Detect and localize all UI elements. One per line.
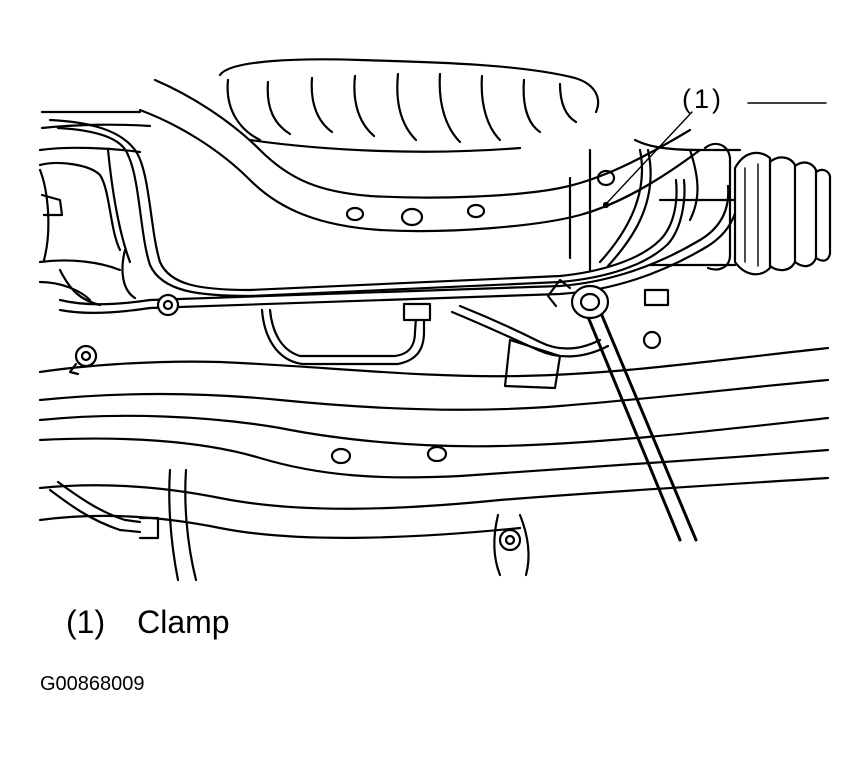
legend-item-marker: (1) xyxy=(66,604,106,640)
left-frame xyxy=(38,110,152,307)
callout-marker-1: (1) xyxy=(682,84,724,114)
steering-gearbox xyxy=(568,138,742,272)
lower-crossmember xyxy=(38,338,830,539)
callout-leader xyxy=(605,102,827,205)
mounting-bolts xyxy=(68,288,670,577)
clamp-tool xyxy=(546,278,698,542)
steering-pipes xyxy=(48,118,740,314)
steering-gearbox-clamp-illustration xyxy=(38,58,832,582)
engine-housing xyxy=(218,58,600,153)
lower-left-bracket xyxy=(48,468,198,582)
upper-crossmember xyxy=(138,78,702,233)
legend-item-label: Clamp xyxy=(137,604,230,640)
rubber-boot xyxy=(733,151,832,276)
legend: (1) Clamp xyxy=(66,606,230,638)
figure-id: G00868009 xyxy=(40,673,145,695)
